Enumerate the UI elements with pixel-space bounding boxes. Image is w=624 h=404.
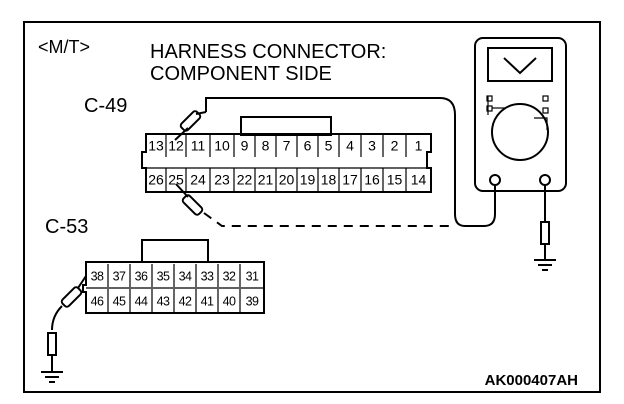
c49-lock-tab: [240, 116, 332, 136]
variant-label: <M/T>: [38, 37, 90, 57]
test-probe-icon: [51, 275, 87, 331]
c49-housing: [141, 133, 432, 193]
c49-pin-label: 13: [148, 138, 164, 154]
figure-code: AK000407AH: [485, 372, 578, 389]
c49-pin-label: 14: [411, 172, 427, 188]
title-line-2: COMPONENT SIDE: [150, 63, 332, 85]
ground-icon: [534, 259, 556, 271]
c49-pin-label: 11: [191, 138, 206, 154]
connector-label-c49: C-49: [84, 95, 127, 117]
c49-pin-label: 2: [391, 138, 399, 154]
c49-pin-label: 17: [342, 172, 358, 188]
c53-pin-label: 36: [135, 270, 148, 284]
c49-pin-label: 23: [214, 172, 230, 188]
c53-pin-label: 39: [246, 295, 259, 309]
c53-pin-label: 41: [201, 295, 214, 309]
c49-pin-label: 9: [241, 138, 249, 154]
c53-pin-label: 44: [135, 295, 148, 309]
connector-c53: 38 37 36 35 34 33 32 31 46 45 44 43 42 41 40 39: [82, 239, 265, 314]
c49-pin-label: 10: [214, 138, 230, 154]
meter-display: [487, 47, 553, 82]
title-line-1: HARNESS CONNECTOR:: [150, 41, 386, 63]
c49-pin-label: 26: [148, 172, 164, 188]
meter-body: [474, 37, 567, 192]
meter-display-v-symbol: [503, 57, 537, 75]
c53-pin-label: 33: [201, 270, 214, 284]
c53-pin-label: 43: [157, 295, 170, 309]
c53-pin-label: 40: [223, 295, 236, 309]
multimeter-icon: [474, 37, 567, 192]
meter-dial: [491, 103, 549, 161]
ground-lead-right: [534, 185, 556, 271]
meter-jack-negative: [489, 174, 501, 186]
ground-icon: [41, 371, 63, 383]
c49-pin-label: 4: [346, 138, 354, 154]
test-probe-icon: [175, 183, 204, 216]
c49-pin-label: 19: [300, 172, 316, 188]
c49-pin-label: 3: [368, 138, 376, 154]
c49-pin-label: 12: [168, 138, 184, 154]
c49-pin-label: 15: [387, 172, 403, 188]
c49-pin-label: 22: [237, 172, 253, 188]
c53-pin-label: 34: [179, 270, 192, 284]
c53-housing: [82, 261, 265, 314]
c49-pin-label: 6: [304, 138, 312, 154]
c53-pin-label: 46: [91, 295, 104, 309]
diagram-frame: [23, 21, 601, 393]
c49-pin-label: 7: [283, 138, 291, 154]
c49-pin-label: 5: [325, 138, 333, 154]
c53-pin-label: 31: [246, 270, 259, 284]
c49-pin-label: 1: [415, 138, 423, 154]
c49-pin-label: 8: [262, 138, 270, 154]
c49-pin-label: 20: [279, 172, 295, 188]
c49-pin-label: 18: [321, 172, 337, 188]
c53-lock-tab: [141, 239, 209, 263]
c53-pin-label: 45: [113, 295, 126, 309]
resistor-icon: [47, 332, 57, 356]
c49-pin-label: 24: [190, 172, 206, 188]
c49-pin-label: 25: [168, 172, 184, 188]
connector-label-c53: C-53: [45, 216, 88, 238]
c53-pin-label: 37: [113, 270, 126, 284]
c53-pin-label: 32: [223, 270, 236, 284]
probe-lead-solid: [205, 97, 496, 227]
c53-pin-label: 35: [157, 270, 170, 284]
resistor-icon: [540, 221, 550, 245]
c53-pin-label: 42: [179, 295, 192, 309]
c49-pin-label: 16: [364, 172, 380, 188]
meter-jack-positive: [539, 174, 551, 186]
test-probe-icon: [174, 110, 207, 141]
ground-lead-left: [41, 275, 87, 383]
c49-pin-label: 21: [258, 172, 274, 188]
probe-lead-dashed: [203, 212, 450, 227]
c53-pin-label: 38: [91, 270, 104, 284]
